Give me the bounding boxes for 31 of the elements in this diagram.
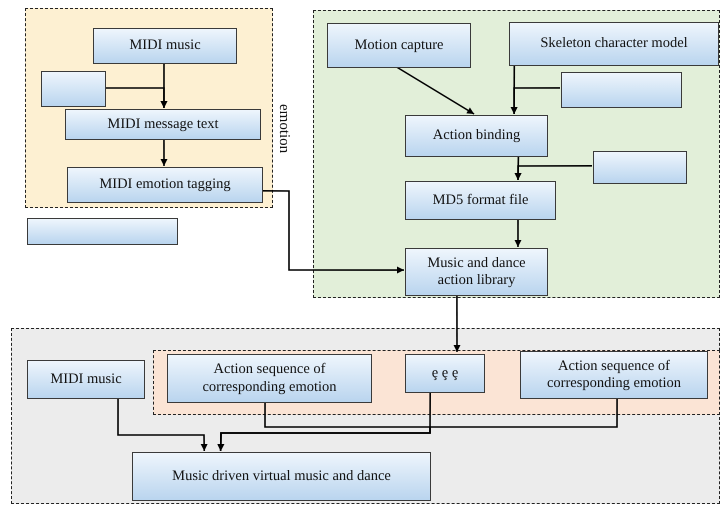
dashed-group: [153, 350, 720, 415]
process-box: Skeleton character model: [509, 22, 719, 66]
process-box: Action sequence of corresponding emotion: [520, 351, 708, 399]
process-box: ȩ ȩ ȩ: [405, 354, 485, 393]
process-box: Action sequence of corresponding emotion: [167, 354, 372, 403]
side-label: emotion: [275, 104, 292, 154]
process-box: MIDI message text: [65, 109, 261, 140]
empty-box: [27, 218, 178, 245]
empty-box: [561, 72, 682, 108]
empty-box: [593, 151, 687, 184]
process-box: Motion capture: [327, 23, 471, 68]
empty-box: [41, 71, 106, 107]
dashed-group: [11, 328, 720, 504]
arrow: [117, 398, 208, 452]
process-box: MD5 format file: [405, 181, 556, 220]
process-box: MIDI music: [93, 28, 237, 64]
arrow: [105, 87, 168, 108]
process-box: MIDI emotion tagging: [67, 167, 263, 203]
arrow: [454, 295, 460, 352]
arrow: [262, 190, 404, 274]
arrow: [514, 219, 522, 247]
arrow: [514, 165, 592, 180]
dashed-group: [313, 10, 720, 298]
process-box: Music driven virtual music and dance: [132, 452, 431, 501]
process-box: MIDI music: [27, 360, 145, 399]
arrow: [217, 397, 618, 452]
arrow: [160, 139, 168, 166]
arrow: [510, 87, 560, 114]
arrow: [396, 66, 474, 115]
process-box: Action binding: [405, 115, 548, 157]
process-box: Music and dance action library: [405, 248, 548, 296]
